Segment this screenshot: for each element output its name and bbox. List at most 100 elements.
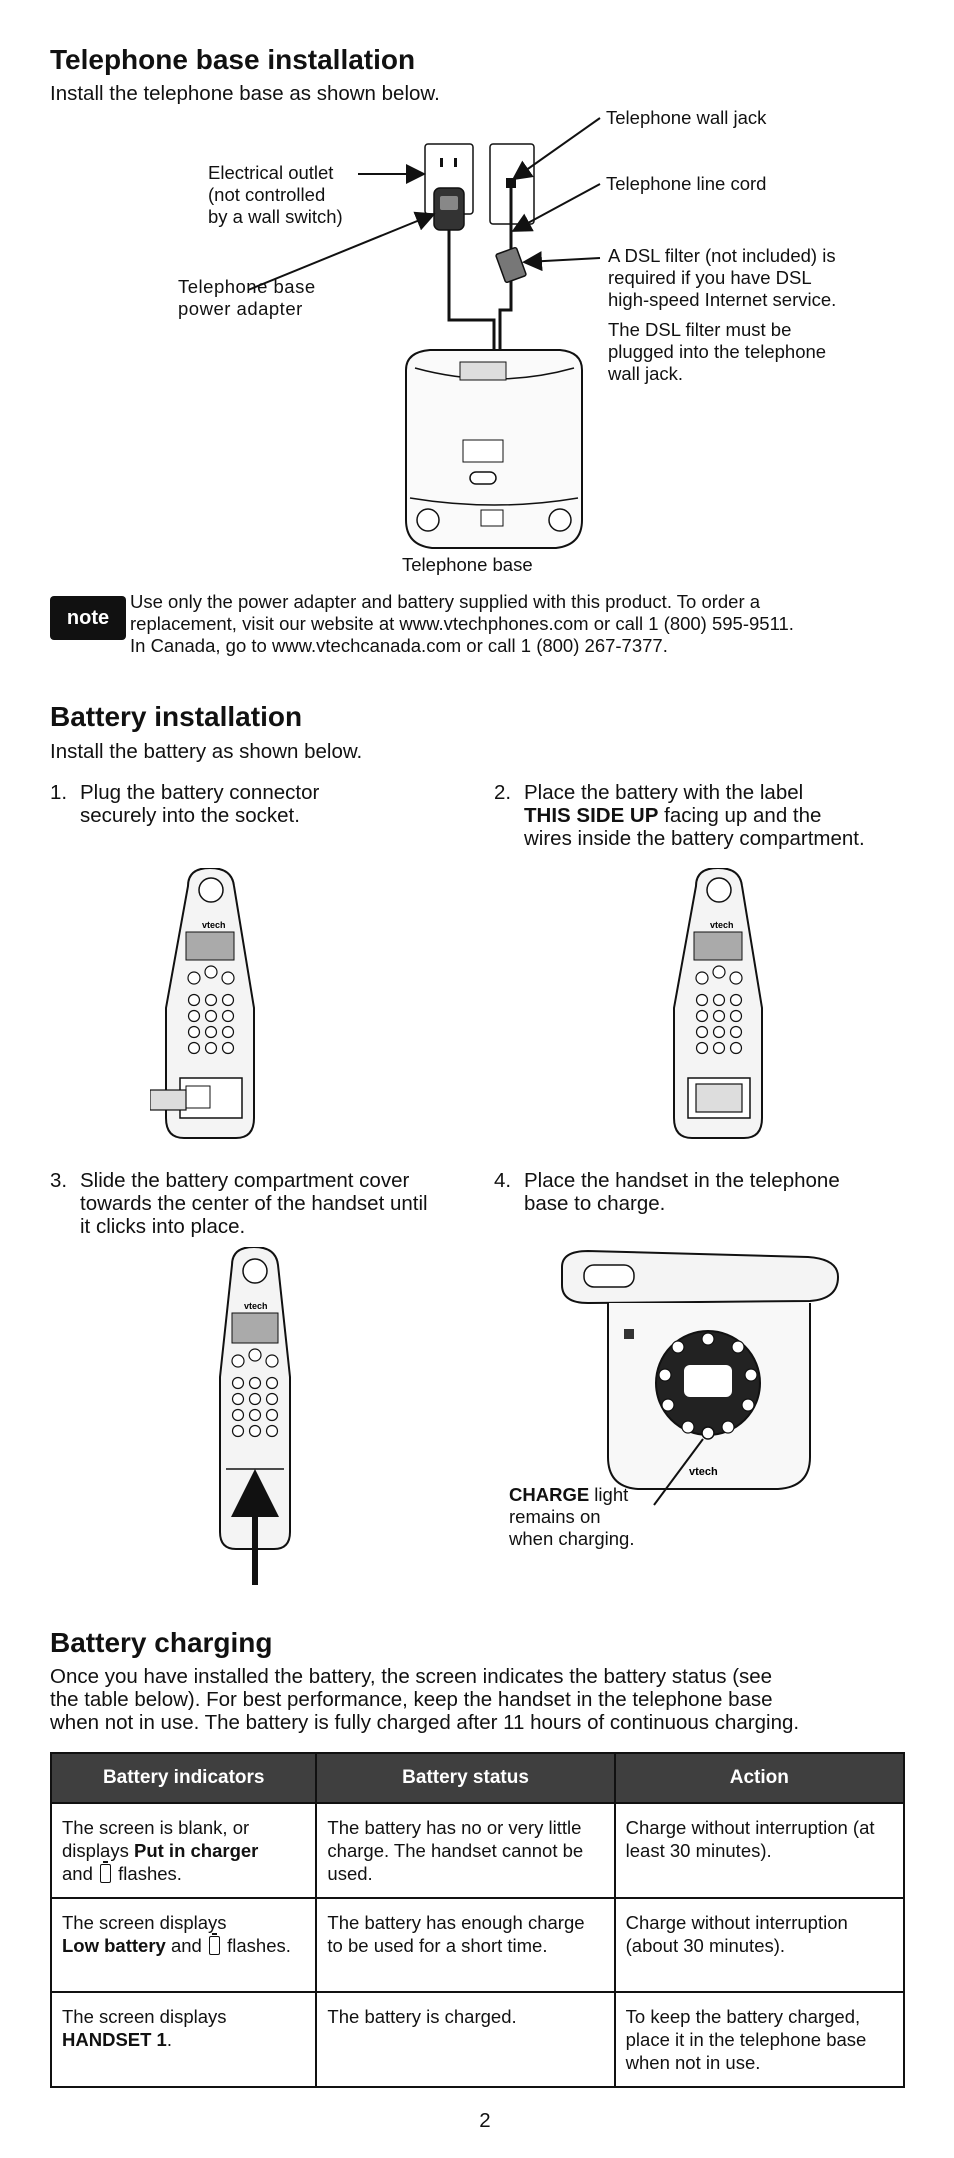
dsl-filter-icon (495, 246, 527, 284)
table-row: The screen displays Low battery and flas… (49, 1897, 906, 1993)
section-intro-base: Install the telephone base as shown belo… (50, 82, 440, 105)
section-title-base: Telephone base installation (50, 44, 416, 75)
label-outlet-line: by a wall switch) (208, 206, 343, 227)
label-charge-light: CHARGE light remains on when charging. (509, 1484, 634, 1550)
label-dsl-filter: A DSL filter (not included) is required … (608, 245, 836, 385)
note-badge: note (50, 596, 126, 640)
step-text: Plug the battery connector (80, 781, 320, 804)
note-text: Use only the power adapter and battery s… (130, 591, 794, 657)
table-cell-action: Charge without interruption (about 30 mi… (613, 1897, 906, 1993)
cell-bold-text: Low battery (62, 1935, 166, 1956)
cell-text: The screen displays (62, 2006, 227, 2027)
table-header-cell: Action (613, 1752, 906, 1804)
cell-text: The screen is blank, or (62, 1817, 250, 1838)
table-cell-indicator: The screen displays Low battery and flas… (49, 1897, 318, 1993)
section-intro-battery: Install the battery as shown below. (50, 740, 363, 763)
cell-text: and (62, 1863, 99, 1884)
table-header-row: Battery indicators Battery status Action (49, 1752, 906, 1804)
step-1: 1. Plug the battery connector securely i… (50, 781, 480, 827)
brand-logo: vtech (710, 920, 734, 930)
section-title-battery-install: Battery installation (50, 701, 303, 732)
label-dsl-line: high-speed Internet service. (608, 289, 837, 310)
label-adapter-line: Telephone base (178, 276, 316, 297)
label-outlet-line: Electrical outlet (208, 162, 334, 183)
step-text: Slide the battery compartment cover (80, 1169, 410, 1192)
label-wall-jack: Telephone wall jack (606, 107, 767, 128)
step-2: 2. Place the battery with the label THIS… (494, 781, 944, 850)
charging-paragraph-line: the table below). For best performance, … (50, 1688, 773, 1711)
base-with-handset-illustration: vtech (561, 1249, 840, 1506)
table-cell-indicator: The screen is blank, or displays Put in … (49, 1802, 318, 1899)
step-text: base to charge. (524, 1192, 666, 1215)
step-text: wires inside the battery compartment. (524, 827, 865, 850)
step-text: Place the battery with the label (524, 781, 804, 804)
label-line-cord: Telephone line cord (606, 173, 767, 194)
table-cell-indicator: The screen displays HANDSET 1. (49, 1991, 318, 2088)
charge-label-text: light (589, 1484, 629, 1505)
battery-status-table: Battery indicators Battery status Action… (49, 1752, 906, 2088)
brand-logo: vtech (202, 920, 226, 930)
label-adapter: Telephone base power adapter (178, 276, 316, 320)
cell-text: and (165, 1935, 207, 1956)
note-line: Use only the power adapter and battery s… (130, 591, 761, 612)
label-dsl-line: plugged into the telephone (608, 341, 827, 362)
label-dsl-line: wall jack. (608, 363, 684, 384)
table-header-cell: Battery indicators (49, 1752, 318, 1804)
table-row: The screen is blank, or displays Put in … (49, 1802, 906, 1899)
label-adapter-line: power adapter (178, 298, 303, 319)
charging-paragraph-line: Once you have installed the battery, the… (50, 1665, 773, 1688)
table-cell-action: To keep the battery charged, place it in… (613, 1991, 906, 2088)
step-text: facing up and the (658, 804, 822, 827)
page-number: 2 (479, 2109, 491, 2132)
cell-text: flashes. (221, 1935, 291, 1956)
step-text: securely into the socket. (80, 804, 300, 827)
step-bold-text: THIS SIDE UP (524, 804, 659, 827)
brand-logo: vtech (689, 1466, 718, 1478)
label-outlet: Electrical outlet (not controlled by a w… (208, 162, 343, 228)
note-line: In Canada, go to www.vtechcanada.com or … (130, 635, 668, 656)
table-cell-action: Charge without interruption (at least 30… (613, 1802, 906, 1899)
section-title-battery-charging: Battery charging (50, 1627, 273, 1658)
table-header-cell: Battery status (315, 1752, 616, 1804)
charge-light-icon (701, 1426, 715, 1440)
battery-icon (100, 1861, 112, 1883)
cell-text: The screen displays (62, 1912, 227, 1933)
table-row: The screen displays HANDSET 1. The batte… (49, 1991, 906, 2088)
base-installation-diagram (247, 117, 601, 549)
cell-bold-text: Put in charger (133, 1840, 259, 1861)
charge-label-bold: CHARGE (509, 1484, 590, 1505)
note-line: replacement, visit our website at www.vt… (130, 613, 794, 634)
step-number: 1. (50, 781, 68, 804)
cell-text: . (166, 2029, 172, 2050)
battery-pack-icon (150, 1089, 187, 1111)
cell-text: displays (62, 1840, 134, 1861)
cell-bold-text: HANDSET 1 (62, 2029, 167, 2050)
step-4: 4. Place the handset in the telephone ba… (494, 1169, 934, 1215)
battery-icon (208, 1933, 220, 1955)
charge-label-text: remains on (509, 1506, 601, 1527)
charge-label-text: when charging. (509, 1528, 635, 1549)
handset-illustration-3: vtech (219, 1247, 291, 1585)
label-dsl-line: The DSL filter must be (608, 319, 792, 340)
charging-paragraph: Once you have installed the battery, the… (50, 1665, 799, 1734)
step-text: towards the center of the handset until (80, 1192, 428, 1215)
table-cell-status: The battery has no or very little charge… (315, 1802, 616, 1899)
label-dsl-line: required if you have DSL (608, 267, 812, 288)
charging-paragraph-line: when not in use. The battery is fully ch… (50, 1711, 800, 1734)
step-number: 2. (494, 781, 512, 804)
label-dsl-line: A DSL filter (not included) is (608, 245, 836, 266)
handset-in-cradle-icon (561, 1249, 840, 1305)
label-outlet-line: (not controlled (208, 184, 326, 205)
table-cell-status: The battery is charged. (315, 1991, 616, 2088)
step-number: 3. (50, 1169, 68, 1192)
cell-text: flashes. (113, 1863, 182, 1884)
step-number: 4. (494, 1169, 512, 1192)
label-telephone-base: Telephone base (402, 554, 533, 575)
brand-logo: vtech (244, 1301, 268, 1311)
table-cell-status: The battery has enough charge to be used… (315, 1897, 616, 1993)
battery-pack-icon (695, 1083, 743, 1113)
step-text: Place the handset in the telephone (524, 1169, 840, 1192)
step-3: 3. Slide the battery compartment cover t… (50, 1169, 490, 1238)
step-text: it clicks into place. (80, 1215, 246, 1238)
handset-illustration-2: vtech (673, 868, 763, 1139)
